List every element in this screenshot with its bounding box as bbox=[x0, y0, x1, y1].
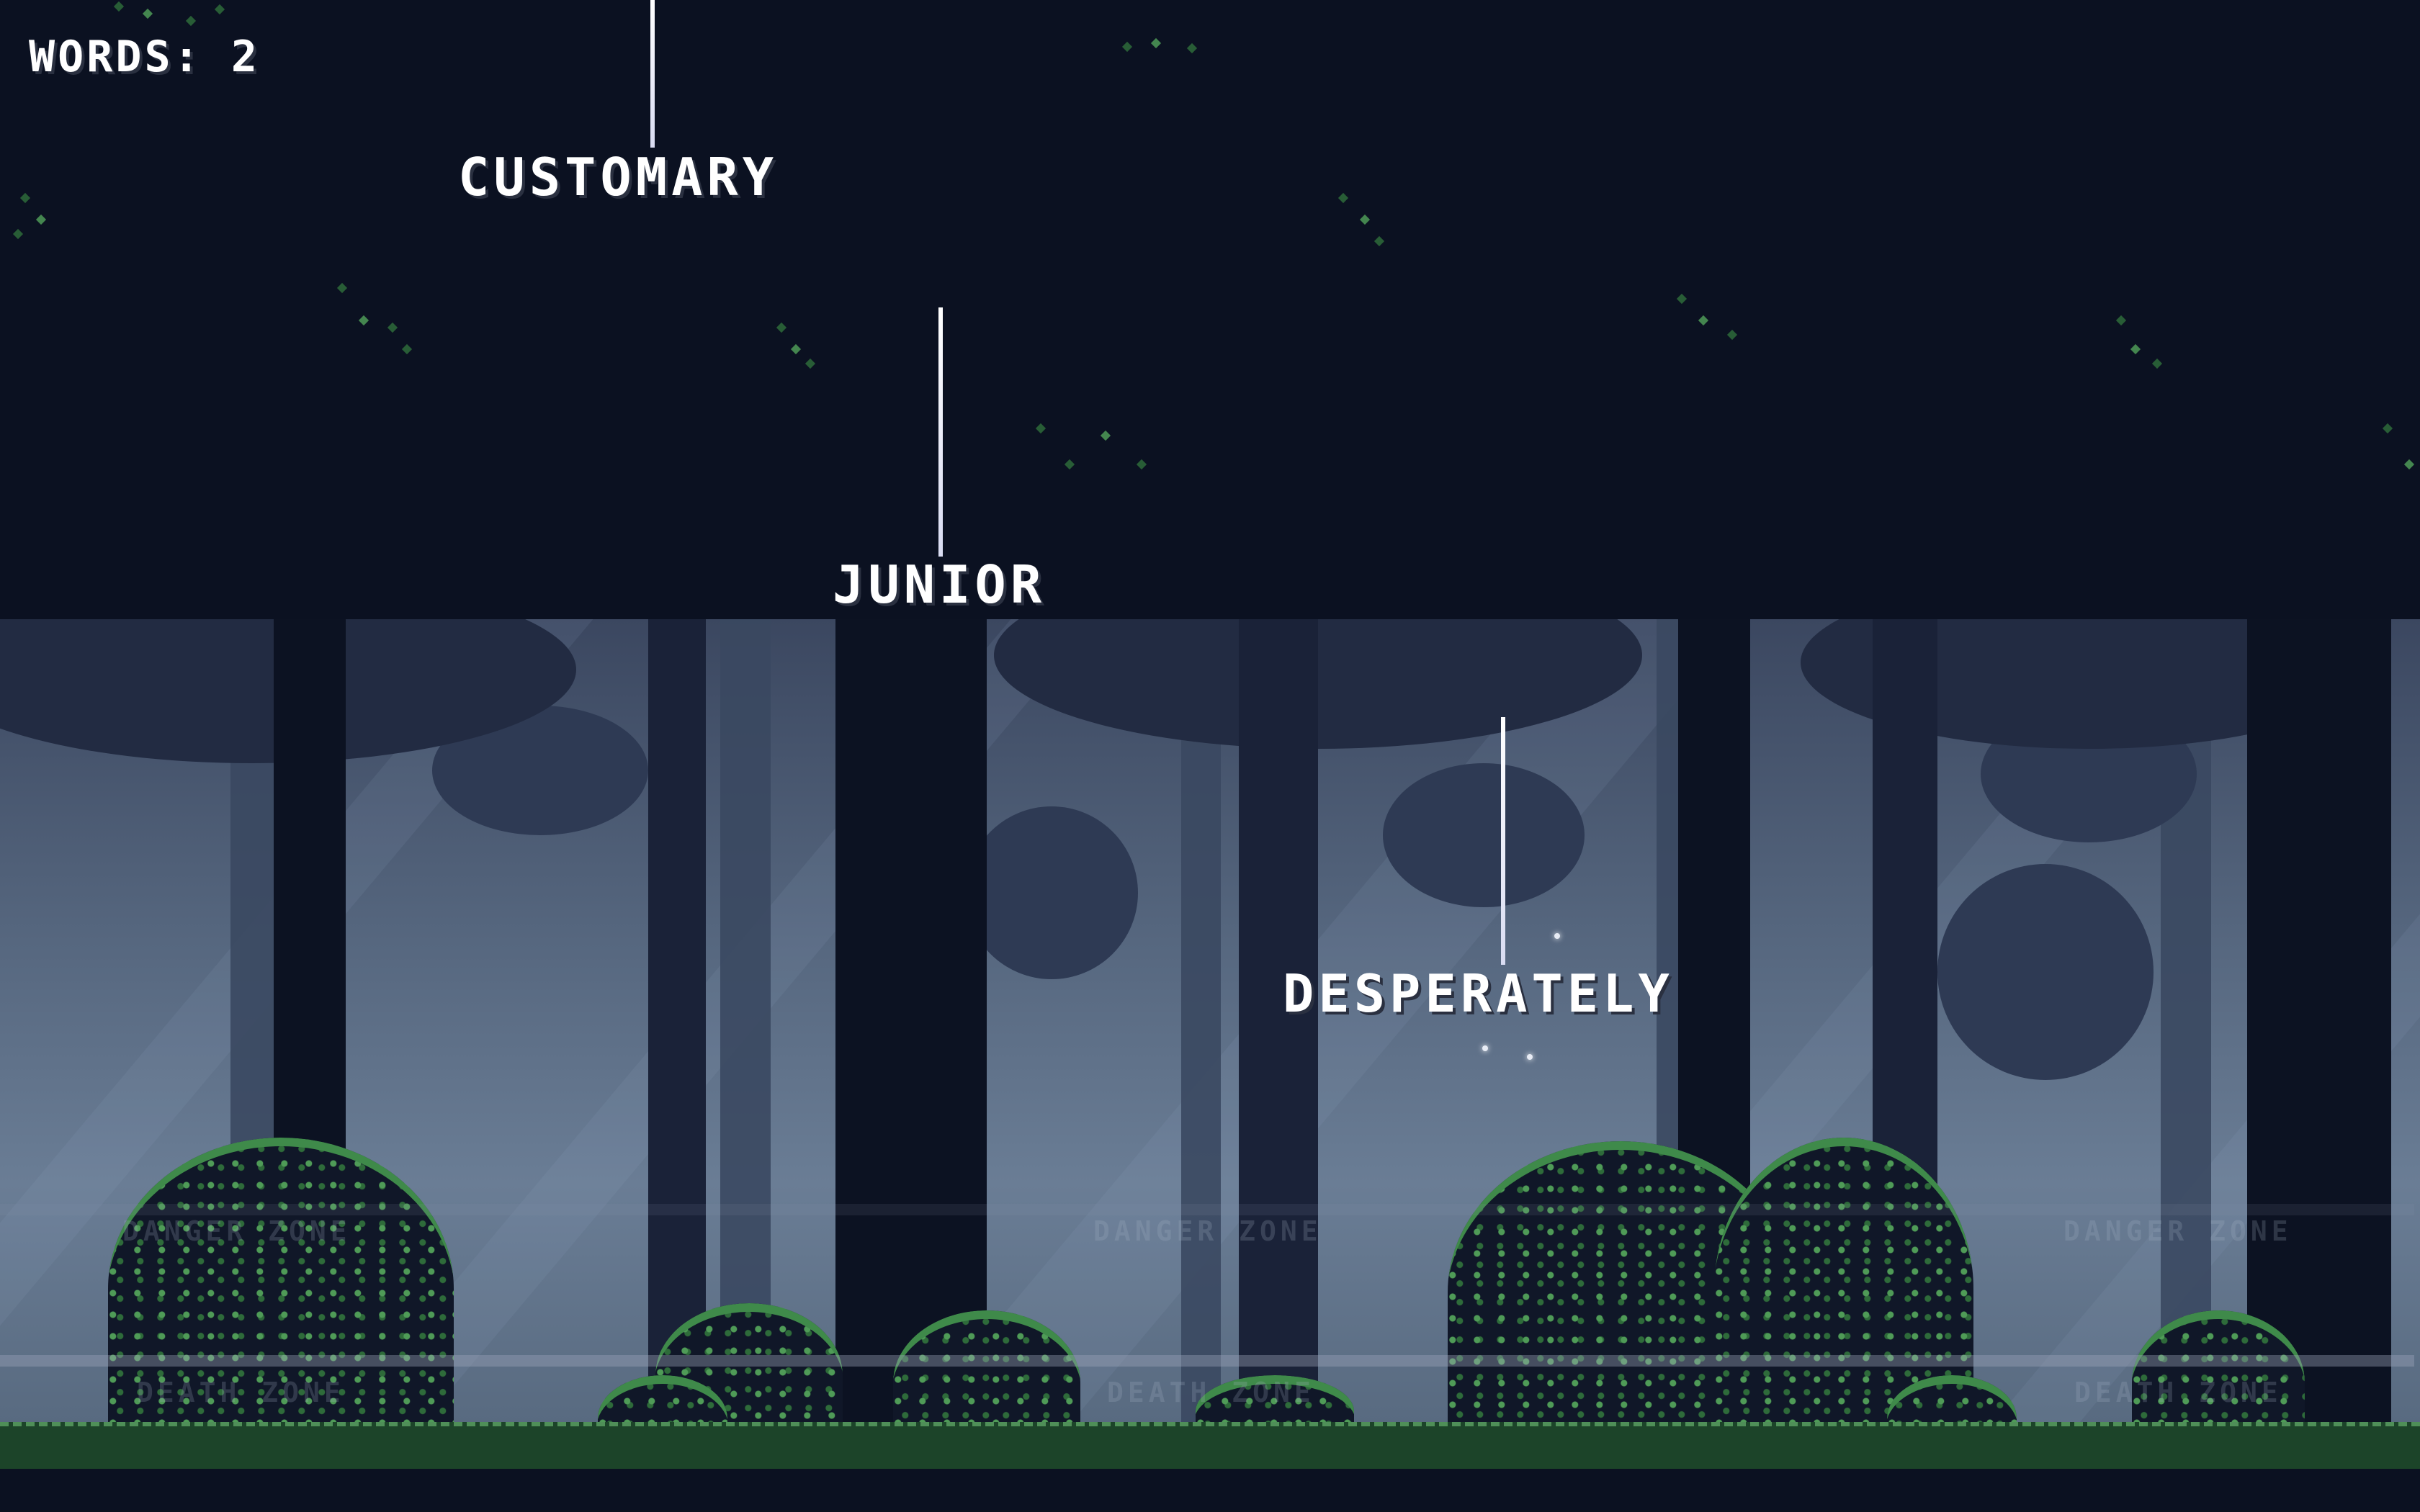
danger-zone-label: DANGER ZONE bbox=[122, 1215, 351, 1247]
danger-zone-label: DANGER ZONE bbox=[1093, 1215, 1322, 1247]
firefly-particle bbox=[1554, 933, 1560, 939]
death-zone-label: DEATH ZONE bbox=[2074, 1377, 2282, 1408]
death-zone-label: DEATH ZONE bbox=[1107, 1377, 1315, 1408]
forest-scene bbox=[0, 619, 2420, 1426]
word-trail bbox=[938, 307, 943, 557]
death-zone-label: DEATH ZONE bbox=[137, 1377, 345, 1408]
firefly-particle bbox=[1527, 1054, 1533, 1060]
falling-word: CUSTOMARY bbox=[458, 147, 779, 207]
danger-zone-line bbox=[0, 1204, 2414, 1215]
word-trail bbox=[650, 0, 655, 148]
word-trail bbox=[1501, 717, 1505, 965]
death-zone-line bbox=[0, 1355, 2414, 1367]
firefly-particle bbox=[1482, 1045, 1488, 1051]
words-counter: WORDS: 2 bbox=[29, 32, 260, 82]
falling-word: JUNIOR bbox=[833, 554, 1047, 615]
danger-zone-label: DANGER ZONE bbox=[2063, 1215, 2293, 1247]
ground-floor bbox=[0, 1469, 2420, 1512]
falling-word: DESPERATELY bbox=[1283, 963, 1674, 1024]
grass-ground bbox=[0, 1422, 2420, 1477]
sky-leaf-particles bbox=[0, 0, 2420, 619]
